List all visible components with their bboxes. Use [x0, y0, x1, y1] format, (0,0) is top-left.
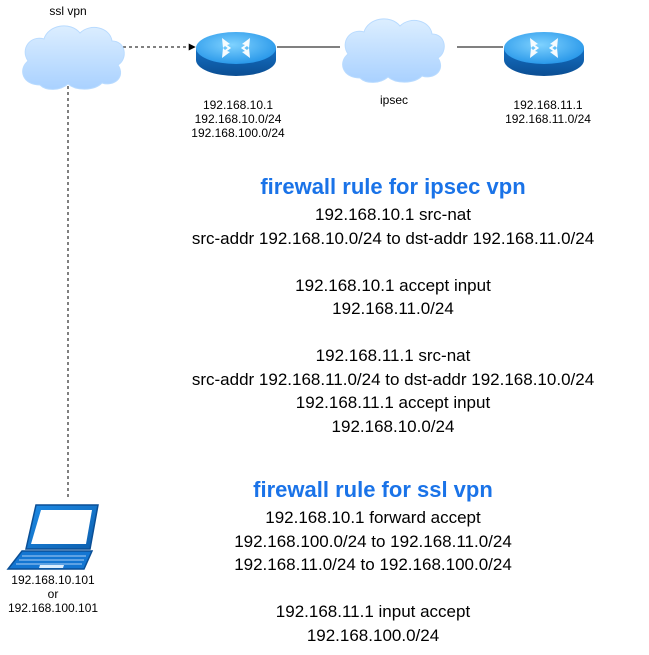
rule-line: 192.168.11.0/24 [332, 299, 454, 318]
right-router-address-list: 192.168.11.1 192.168.11.0/24 [478, 98, 618, 126]
laptop-icon [6, 504, 99, 570]
rule-spacer [118, 577, 628, 601]
rule-line: 192.168.10.1 forward accept [265, 508, 481, 527]
router-icon [196, 32, 276, 76]
rule-line: 192.168.11.1 input accept [275, 602, 471, 621]
rule-spacer [138, 250, 648, 274]
right-router-subnet: 192.168.11.0/24 [505, 112, 591, 126]
ssl-vpn-label: ssl vpn [49, 4, 87, 18]
rule-line: src-addr 192.168.10.0/24 to dst-addr 192… [191, 228, 595, 248]
rule-line: src-addr 192.168.11.0/24 to dst-addr 192… [191, 369, 595, 389]
right-router-ip: 192.168.11.1 [513, 98, 583, 112]
left-router-ssl-subnet: 192.168.100.0/24 [191, 126, 285, 140]
left-router-ip: 192.168.10.1 [202, 98, 274, 112]
rule-line: 192.168.10.0/24 [331, 416, 455, 436]
rule-line: 192.168.11.1 accept input [295, 393, 491, 412]
rule-line: 192.168.11.0/24 to 192.168.100.0/24 [234, 555, 512, 574]
laptop-ip-primary: 192.168.10.101 [11, 573, 95, 587]
router-icon [504, 32, 584, 76]
ssl-firewall-title: firewall rule for ssl vpn [253, 477, 493, 502]
left-router-subnet: 192.168.10.0/24 [194, 112, 282, 126]
ssl-firewall-rules: 192.168.10.1 forward accept 192.168.100.… [118, 506, 628, 647]
rule-line: 192.168.100.0/24 [306, 625, 440, 645]
cloud-icon [342, 18, 445, 83]
rule-line: 192.168.10.1 src-nat [315, 205, 471, 224]
ipsec-label: ipsec [379, 93, 408, 107]
ipsec-firewall-title: firewall rule for ipsec vpn [260, 174, 526, 199]
rule-spacer [138, 321, 648, 345]
rule-line: 192.168.100.0/24 to 192.168.11.0/24 [234, 531, 512, 551]
rule-line: 192.168.11.1 src-nat [315, 346, 471, 365]
laptop-or-label: or [47, 587, 59, 601]
ipsec-firewall-rules: 192.168.10.1 src-nat src-addr 192.168.10… [138, 203, 648, 438]
laptop-ip-alternate: 192.168.100.101 [7, 601, 99, 615]
laptop-address-list: 192.168.10.101 or 192.168.100.101 [0, 573, 106, 615]
left-router-address-list: 192.168.10.1 192.168.10.0/24 192.168.100… [168, 98, 308, 140]
cloud-icon [22, 25, 125, 90]
rule-line: 192.168.10.1 accept input [295, 275, 491, 295]
